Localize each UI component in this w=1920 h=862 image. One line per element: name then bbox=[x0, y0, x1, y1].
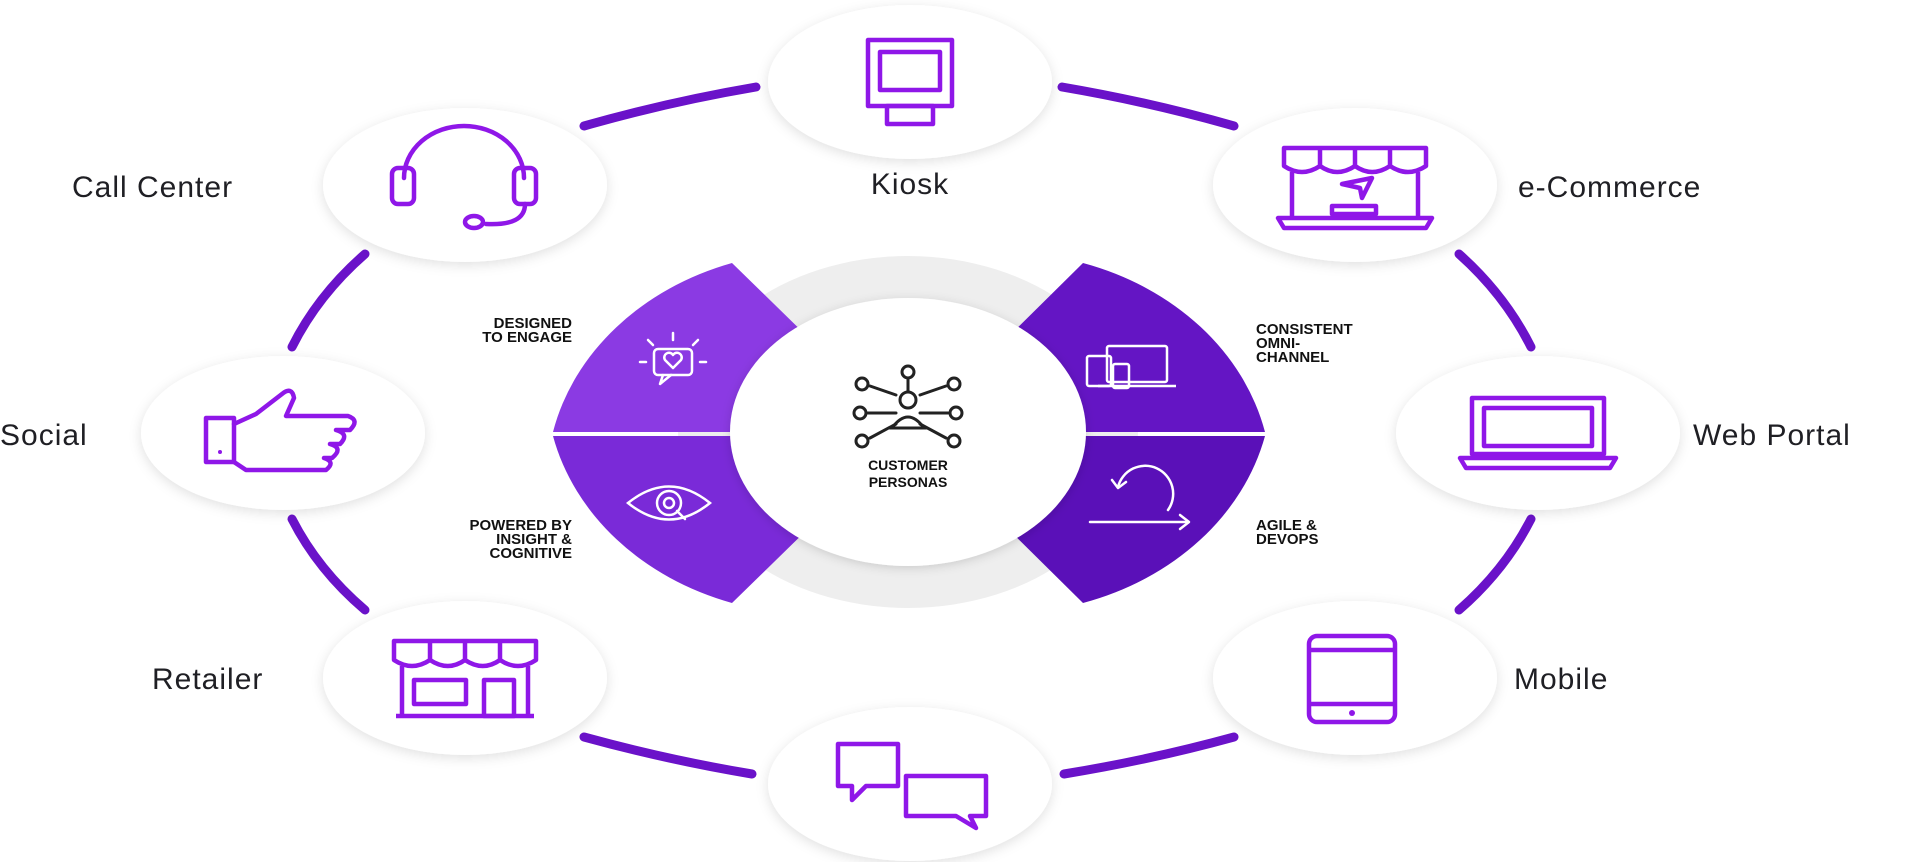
channel-label-kiosk: Kiosk bbox=[871, 168, 949, 201]
channel-node-retailer bbox=[323, 601, 607, 755]
heart-speech-bubble-icon bbox=[638, 331, 708, 386]
network-people-icon bbox=[852, 364, 964, 449]
headset-icon bbox=[389, 123, 539, 231]
storefront-icon bbox=[391, 638, 539, 719]
channel-label-mobile: Mobile bbox=[1514, 663, 1608, 696]
pillar-label-omni-2: OMNI- bbox=[1256, 335, 1300, 352]
center-label-line-2: PERSONAS bbox=[869, 474, 948, 490]
laptop-icon bbox=[1457, 395, 1619, 471]
channel-node-chat bbox=[768, 707, 1052, 861]
pillar-label-agile-2: DEVOPS bbox=[1256, 531, 1319, 548]
pillar-label-engage-2: TO ENGAGE bbox=[482, 329, 572, 346]
eye-magnifier-icon bbox=[626, 485, 712, 521]
chat-bubbles-icon bbox=[835, 741, 989, 831]
channel-node-webportal bbox=[1396, 356, 1680, 510]
ring-arc-chat-retailer bbox=[579, 732, 757, 779]
center-circle bbox=[730, 298, 1086, 566]
pillar-label-insight-1: POWERED BY bbox=[469, 517, 572, 534]
multi-device-icon bbox=[1085, 344, 1176, 390]
channel-node-social bbox=[141, 356, 425, 510]
pillar-label-agile-1: AGILE & bbox=[1256, 517, 1317, 534]
channel-label-callcenter: Call Center bbox=[72, 171, 233, 204]
ring-connectors bbox=[287, 82, 1536, 779]
ring-arc-webportal-mobile bbox=[1454, 514, 1536, 615]
pillar-label-omni-3: CHANNEL bbox=[1256, 349, 1329, 366]
pillar-labels: DESIGNED TO ENGAGE CONSISTENT OMNI- CHAN… bbox=[469, 315, 1352, 562]
ring-arc-ecommerce-webportal bbox=[1454, 249, 1536, 352]
channel-node-ecommerce bbox=[1213, 108, 1497, 262]
pillar-label-insight-3: COGNITIVE bbox=[489, 545, 572, 562]
central-disc: CUSTOMER PERSONAS bbox=[553, 256, 1265, 608]
channel-label-social: Social bbox=[0, 419, 88, 452]
ring-arc-kiosk-ecommerce bbox=[1057, 82, 1239, 131]
ring-arc-callcenter-kiosk bbox=[579, 82, 761, 131]
channel-node-callcenter bbox=[323, 108, 607, 262]
channel-label-retailer: Retailer bbox=[152, 663, 263, 696]
tablet-icon bbox=[1306, 633, 1398, 725]
cycle-arrow-icon bbox=[1088, 464, 1191, 531]
ring-arc-social-callcenter bbox=[287, 249, 370, 352]
pillar-label-insight-2: INSIGHT & bbox=[496, 531, 572, 548]
ring-arc-mobile-chat bbox=[1059, 732, 1239, 779]
channel-label-webportal: Web Portal bbox=[1693, 419, 1851, 452]
kiosk-icon bbox=[865, 37, 955, 127]
ring-arc-retailer-social bbox=[287, 514, 370, 615]
thumbs-up-icon bbox=[203, 388, 357, 473]
pillar-label-omni-1: CONSISTENT bbox=[1256, 321, 1353, 338]
pillar-label-engage-1: DESIGNED bbox=[494, 315, 573, 332]
channel-node-mobile bbox=[1213, 601, 1497, 755]
center-label-line-1: CUSTOMER bbox=[868, 457, 948, 473]
channel-node-kiosk bbox=[768, 5, 1052, 159]
channel-nodes: Kiosk e-Commerce bbox=[0, 5, 1851, 861]
channel-label-ecommerce: e-Commerce bbox=[1518, 171, 1701, 204]
online-store-laptop-icon bbox=[1275, 145, 1435, 231]
